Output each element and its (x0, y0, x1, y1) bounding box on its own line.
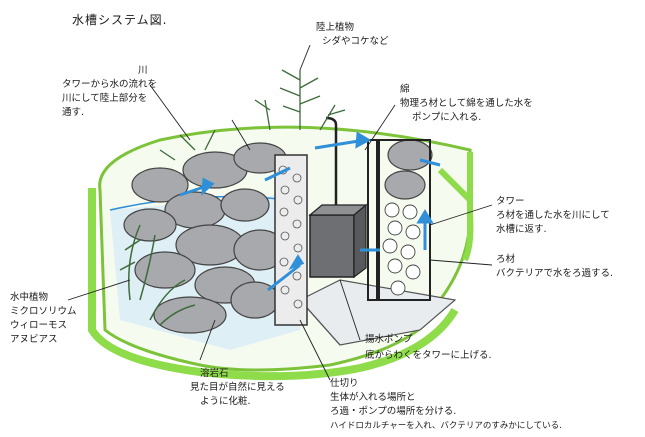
label-cotton: 綿 (400, 84, 410, 95)
label-pump-desc: 底からわくをタワーに上げる. (365, 350, 492, 361)
label-aquatic-3: アヌビアス (10, 334, 58, 345)
label-river-desc-1: タワーから水の流れを (62, 79, 158, 90)
label-aquatic-plants: 水中植物 (10, 292, 49, 303)
label-partition-desc-2: ろ過・ポンプの場所を分ける. (330, 406, 457, 417)
label-partition-desc-1: 生体が入れる場所と (330, 392, 416, 403)
land-plants (159, 69, 346, 161)
label-river: 川 (138, 65, 148, 76)
label-tower-desc-2: 水槽に返す. (496, 224, 547, 235)
label-land-plants-desc: シダやコケなど (322, 36, 389, 47)
label-cotton-desc-1: 物理ろ材として綿を通した水を (400, 98, 533, 109)
lava-rocks (123, 139, 433, 334)
water-flow-arrows (179, 131, 441, 292)
label-aquatic-1: ミクロソリウム (10, 306, 77, 317)
label-partition-desc-3: ハイドロカルチャーを入れ、バクテリアのすみかにしている. (330, 421, 562, 431)
label-media-desc: バクテリアで水をろ過する. (496, 268, 614, 279)
label-pump: 揚水ポンプ (365, 334, 413, 345)
label-lava-desc-1: 見た目が自然に見える (190, 382, 285, 393)
label-lava-rock: 溶岩石 (200, 368, 229, 379)
label-tower-desc-1: ろ材を通した水を川にして (496, 210, 610, 221)
label-lava-desc-2: ように化粧. (200, 396, 251, 407)
lift-pump (308, 116, 368, 279)
diagram-title: 水槽システム図. (72, 13, 168, 27)
aquatic-plants (119, 224, 196, 326)
label-land-plants: 陸上植物 (316, 22, 355, 33)
label-media: ろ材 (496, 254, 516, 265)
label-cotton-desc-2: ポンプに入れる. (412, 112, 482, 123)
label-river-desc-2: 川にして陸上部分を (62, 93, 148, 104)
leader-lines (67, 44, 493, 381)
filter-media (382, 202, 421, 296)
label-aquatic-2: ウィローモス (10, 320, 68, 331)
partition-wall (274, 139, 431, 326)
label-river-desc-3: 通す. (62, 107, 85, 118)
label-tower: タワー (496, 196, 525, 207)
label-partition: 仕切り (330, 378, 359, 389)
